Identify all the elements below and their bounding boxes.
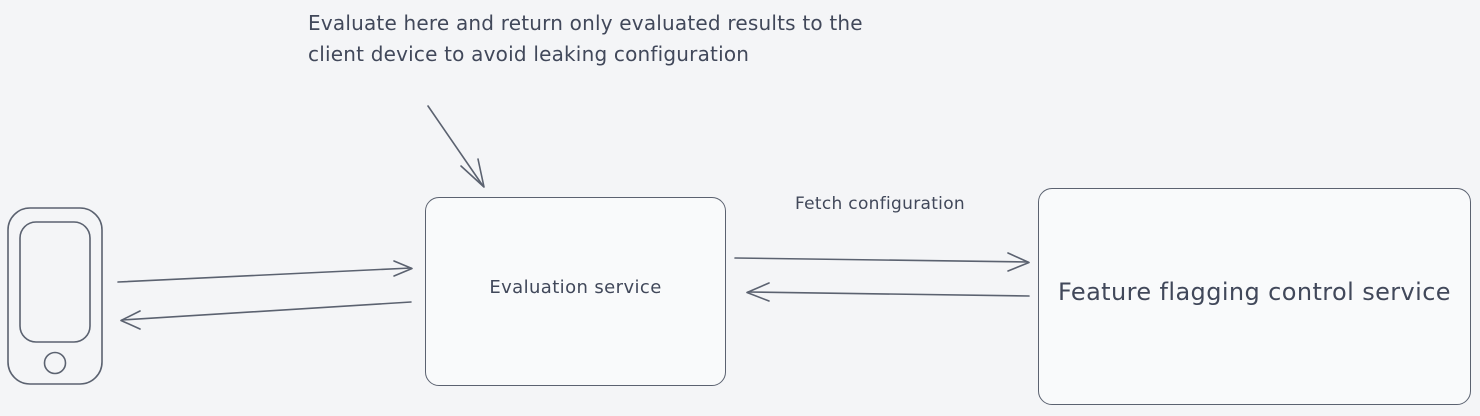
annotation-evaluate-note: Evaluate here and return only evaluated … <box>308 11 863 66</box>
node-evaluation-service-label: Evaluation service <box>489 277 662 298</box>
edge-evaluation-to-client <box>120 301 412 330</box>
mobile-phone-icon <box>7 207 103 385</box>
edge-evaluation-to-control <box>734 252 1030 272</box>
node-feature-flagging-control-service-label: Feature flagging control service <box>1058 277 1451 306</box>
node-evaluation-service[interactable]: Evaluation service <box>425 197 726 386</box>
node-feature-flagging-control-service[interactable]: Feature flagging control service <box>1038 188 1471 405</box>
annotation-pointer-arrow <box>427 105 485 188</box>
edge-control-to-evaluation <box>746 282 1030 302</box>
edge-label-fetch-configuration: Fetch configuration <box>795 194 965 214</box>
edge-client-to-evaluation <box>117 260 413 283</box>
